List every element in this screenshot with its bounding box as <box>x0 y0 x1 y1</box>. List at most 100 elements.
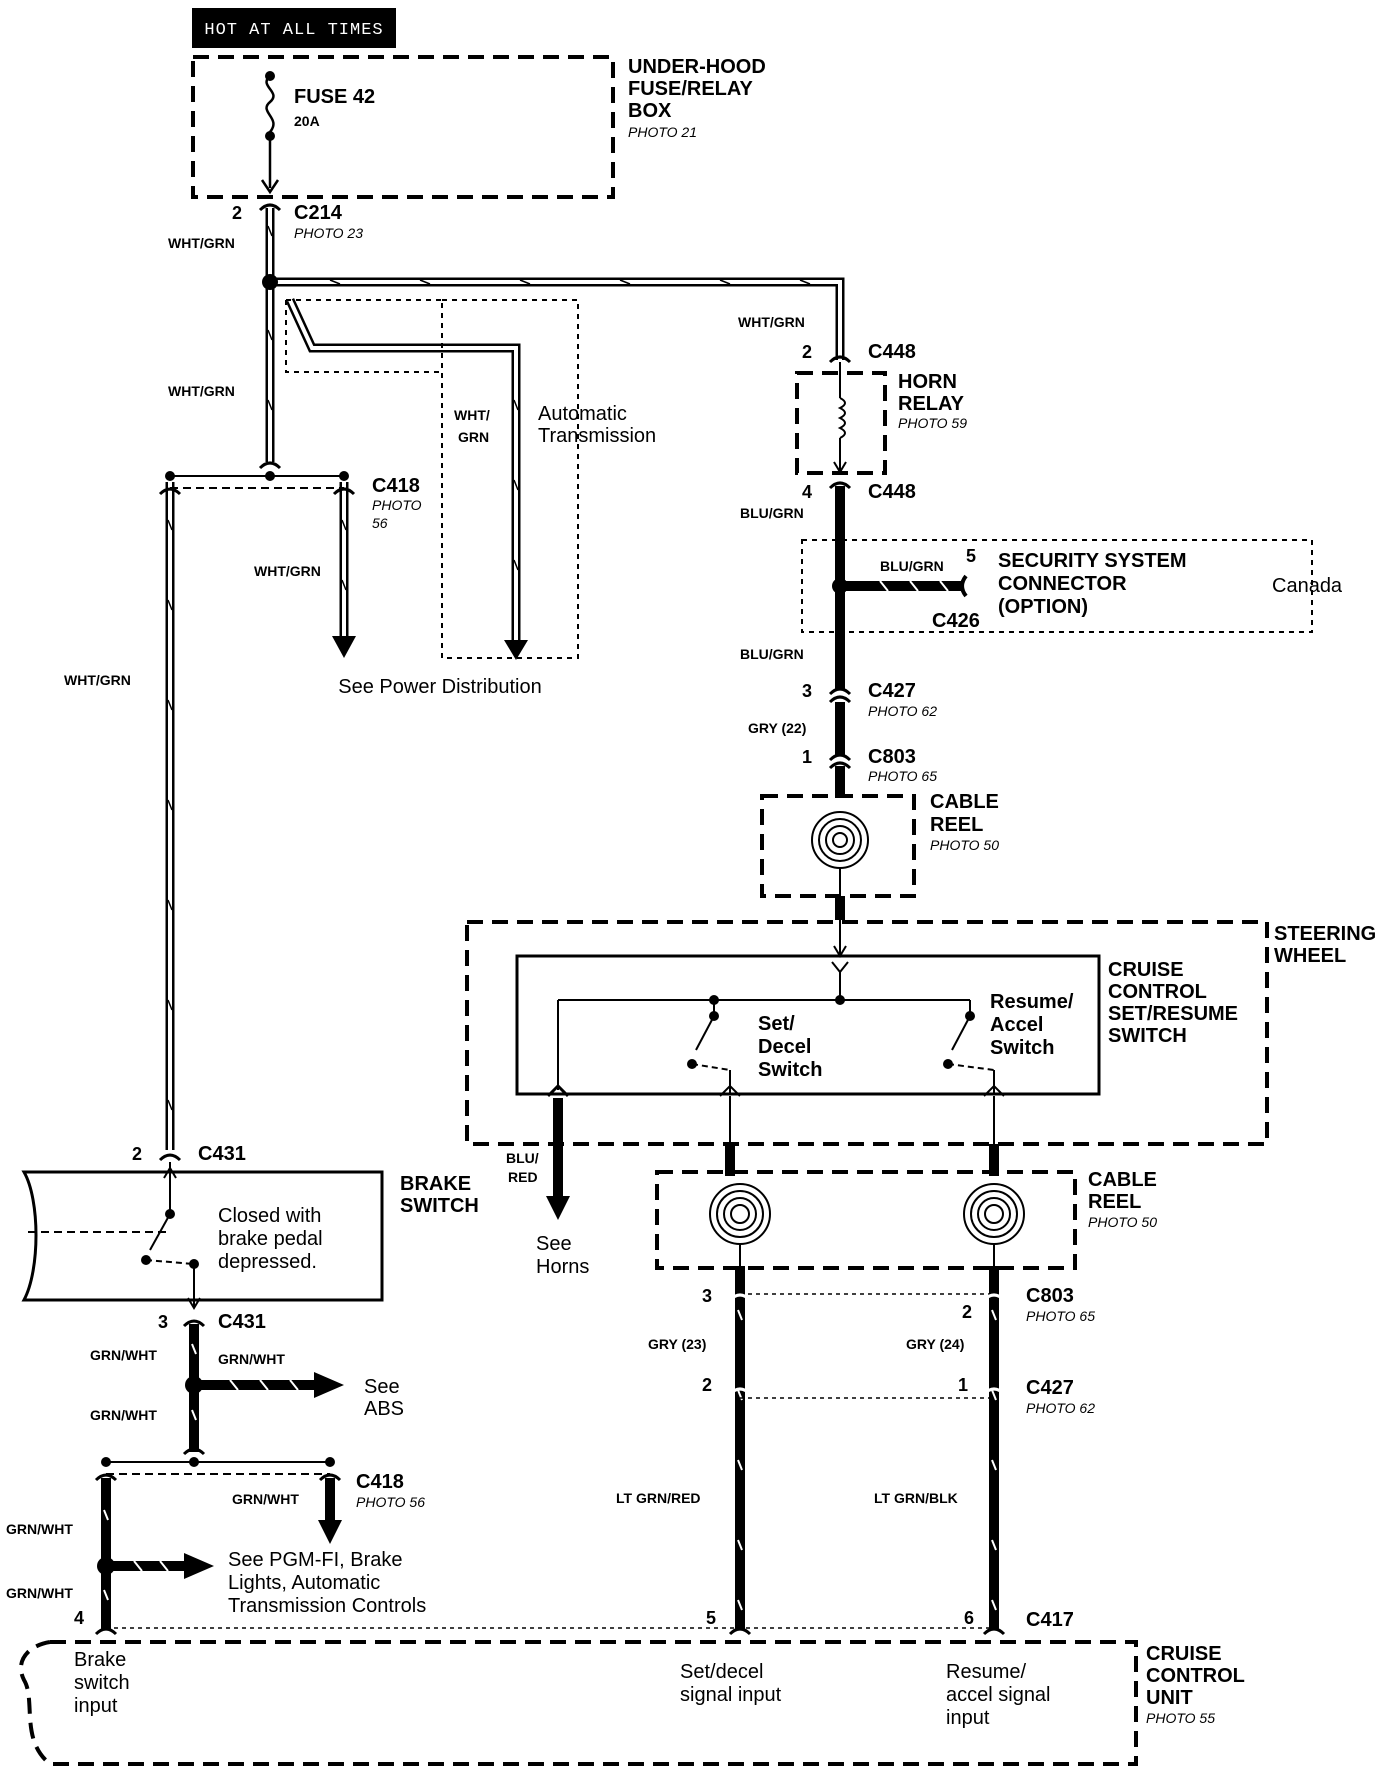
c417-pin-4: 4 <box>74 1608 84 1628</box>
c448-bot-mark <box>828 481 852 490</box>
cruise-switch-label-2: CONTROL <box>1108 981 1207 1003</box>
see-horns-2: Horns <box>536 1256 589 1278</box>
fuse-box-photo: PHOTO 21 <box>628 124 697 140</box>
steering-wheel-label-1: STEERING <box>1274 923 1376 945</box>
fuse-symbol <box>260 71 280 195</box>
cable-reel-top-label-2: REEL <box>930 814 983 836</box>
c803-bot-marks <box>728 1293 1006 1302</box>
wire-label-at-2: GRN <box>458 429 489 445</box>
c431-bot-mark <box>182 1319 206 1328</box>
fuse-name: FUSE 42 <box>294 86 375 108</box>
c418-top-photo-1: PHOTO <box>372 497 422 513</box>
c803-bot-pin-r: 2 <box>962 1302 972 1322</box>
horn-relay-coil <box>833 362 847 474</box>
c427-bot-pin-r: 1 <box>958 1375 968 1395</box>
abs-wire-hatch <box>229 1379 299 1391</box>
fuse-box-label-2: FUSE/RELAY <box>628 78 754 100</box>
brake-switch-note-3: depressed. <box>218 1251 317 1273</box>
arrow-to-horns <box>546 1196 570 1220</box>
steering-wheel-box <box>465 920 1269 1146</box>
c418-top-photo-2: 56 <box>372 515 388 531</box>
c417-pin-6: 6 <box>964 1608 974 1628</box>
cable-reel-top-label-1: CABLE <box>930 791 999 813</box>
wire-label-horn-feed: WHT/GRN <box>738 314 805 330</box>
fuse-rating: 20A <box>294 113 320 129</box>
brake-switch-note-1: Closed with <box>218 1205 321 1227</box>
c448-top-pin: 2 <box>802 342 812 362</box>
cruise-unit-label-3: UNIT <box>1146 1687 1193 1709</box>
see-horns-1: See <box>536 1233 572 1255</box>
see-pgm-2: Lights, Automatic <box>228 1572 380 1594</box>
wire-hatch-marks <box>167 225 811 1111</box>
c803-top-mark <box>828 753 852 770</box>
cable-reel-bottom-label-1: CABLE <box>1088 1169 1157 1191</box>
arrow-to-abs <box>314 1372 344 1398</box>
unit-input-set-2: signal input <box>680 1684 782 1706</box>
horn-relay-photo: PHOTO 59 <box>898 415 967 431</box>
cable-reel-bottom-spirals <box>709 1183 1025 1268</box>
arrow-power-dist-2 <box>504 640 528 660</box>
auto-trans-label-1: Automatic <box>538 403 627 425</box>
c418-top-connector <box>158 461 356 496</box>
set-switch-label-3: Switch <box>758 1059 822 1081</box>
c426-connector-mark <box>960 574 968 598</box>
c427-bot-name: C427 <box>1026 1377 1074 1399</box>
auto-trans-label-2: Transmission <box>538 425 656 447</box>
c427-top-mark <box>828 687 852 704</box>
security-region: Canada <box>1272 575 1343 597</box>
horn-relay-label-1: HORN <box>898 371 957 393</box>
security-label-2: CONNECTOR <box>998 573 1127 595</box>
c418-bot-photo: PHOTO 56 <box>356 1494 425 1510</box>
wire-label-lt-grn-blk: LT GRN/BLK <box>874 1490 958 1506</box>
resume-output-mark <box>983 1084 1005 1097</box>
c426-name: C426 <box>932 610 980 632</box>
c803-top-pin: 1 <box>802 747 812 767</box>
resume-switch-label-1: Resume/ <box>990 991 1074 1013</box>
see-abs-2: ABS <box>364 1398 404 1420</box>
c803-bot-pin-l: 3 <box>702 1286 712 1306</box>
see-pgm-3: Transmission Controls <box>228 1595 426 1617</box>
hot-at-all-times-badge <box>192 8 396 48</box>
wire-label-blu-grn-1: BLU/GRN <box>740 505 804 521</box>
resume-switch-label-2: Accel <box>990 1014 1043 1036</box>
c214-photo: PHOTO 23 <box>294 225 363 241</box>
wire-label-gry24: GRY (24) <box>906 1336 964 1352</box>
resume-switch-label-3: Switch <box>990 1037 1054 1059</box>
c426-pin: 5 <box>966 546 976 566</box>
c427-bot-photo: PHOTO 62 <box>1026 1400 1095 1416</box>
fuse-box-outline <box>191 55 615 199</box>
fuse-box-label-3: BOX <box>628 100 672 122</box>
c427-top-photo: PHOTO 62 <box>868 703 937 719</box>
badge-text: HOT AT ALL TIMES <box>204 21 383 40</box>
wire-label-blu-grn-3: BLU/GRN <box>740 646 804 662</box>
wire-label-gry23: GRY (23) <box>648 1336 706 1352</box>
c803-top-photo: PHOTO 65 <box>868 768 937 784</box>
unit-input-resume-3: input <box>946 1707 990 1729</box>
wire-label-blu-red-1: BLU/ <box>506 1150 539 1166</box>
c448-top-name: C448 <box>868 341 916 363</box>
set-switch-label-1: Set/ <box>758 1013 795 1035</box>
cable-reel-bottom-box <box>655 1170 1077 1270</box>
wire-label-blu-grn-2: BLU/GRN <box>880 558 944 574</box>
grn-wht-hatch-1 <box>191 1343 197 1421</box>
unit-input-resume-2: accel signal <box>946 1684 1051 1706</box>
c803-bot-photo: PHOTO 65 <box>1026 1308 1095 1324</box>
c803-bot-name: C803 <box>1026 1285 1074 1307</box>
wire-label-gry22: GRY (22) <box>748 720 806 736</box>
c418-bot-name: C418 <box>356 1471 404 1493</box>
auto-trans-box <box>441 299 579 659</box>
c431-top-pin: 2 <box>132 1144 142 1164</box>
brake-switch-note-2: brake pedal <box>218 1228 323 1250</box>
brake-switch-internal <box>28 1162 201 1310</box>
wht-grn-wire-group <box>165 208 845 1150</box>
pgm-wire-hatch <box>133 1560 169 1572</box>
wire-label-c214: WHT/GRN <box>168 235 235 251</box>
c431-top-name: C431 <box>198 1143 246 1165</box>
cruise-switch-label-1: CRUISE <box>1108 959 1184 981</box>
cruise-switch-internal-wiring <box>557 972 995 1094</box>
unit-input-set-1: Set/decel <box>680 1661 763 1683</box>
cable-reel-top-photo: PHOTO 50 <box>930 837 999 853</box>
unit-input-brake-3: input <box>74 1695 118 1717</box>
c427-bot-marks <box>728 1387 1006 1396</box>
wire-label-grn-wht-3: GRN/WHT <box>90 1407 157 1423</box>
